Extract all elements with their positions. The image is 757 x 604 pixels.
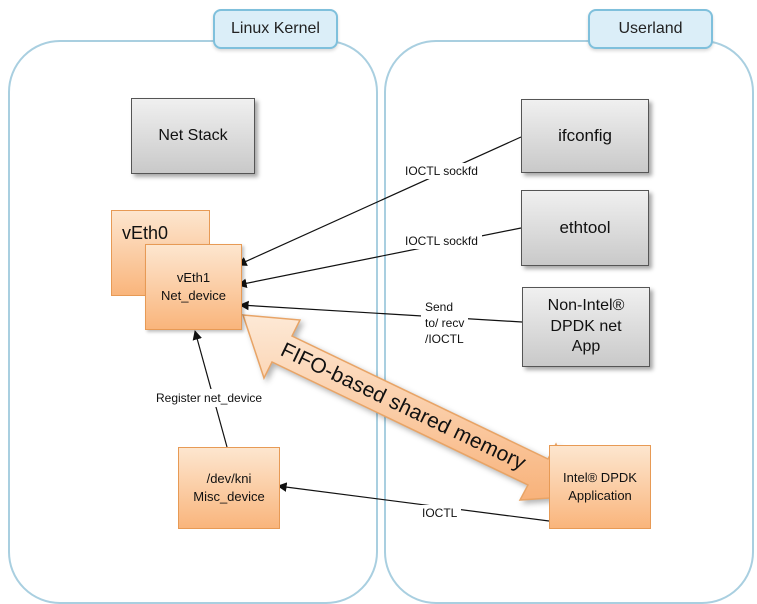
ethtool-box: ethtool (521, 190, 649, 266)
ifconfig-edge-label: IOCTL sockfd (401, 163, 482, 180)
dev-kni-box: /dev/kni Misc_device (178, 447, 280, 529)
veth1-box: vEth1 Net_device (145, 244, 242, 330)
send-edge-label: Send to/ recv /IOCTL (421, 297, 469, 350)
ioctl-edge-label: IOCTL (418, 505, 462, 522)
ifconfig-box: ifconfig (521, 99, 649, 173)
register-edge-label: Register net_device (152, 389, 267, 408)
edge-intel-kni (277, 482, 550, 522)
userland-label: Userland (588, 9, 713, 49)
veth0-label: vEth0 (122, 223, 169, 243)
non-intel-app-box: Non-Intel® DPDK net App (522, 287, 650, 367)
edge-ifconfig-veth1 (237, 136, 522, 266)
kernel-label: Linux Kernel (213, 9, 338, 49)
net-stack-box: Net Stack (131, 98, 255, 174)
edge-app-veth1 (239, 300, 523, 323)
intel-app-box: Intel® DPDK Application (549, 445, 651, 529)
ethtool-edge-label: IOCTL sockfd (401, 233, 482, 250)
